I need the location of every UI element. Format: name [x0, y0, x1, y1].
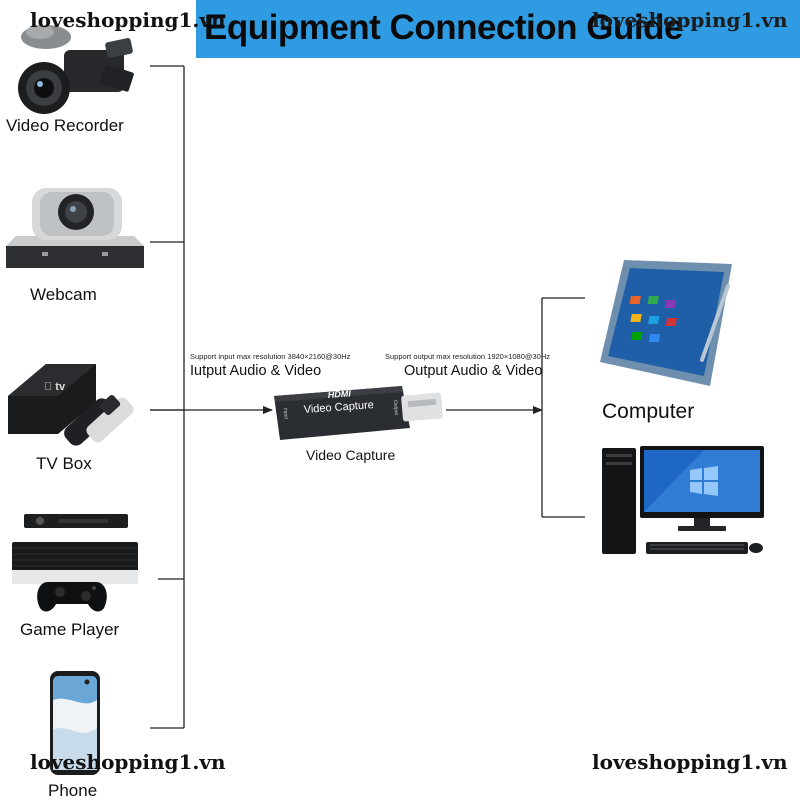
dongle-text: Video Capture [303, 399, 374, 416]
svg-text: tv:  tv [44, 381, 66, 393]
camcorder-icon [18, 25, 134, 114]
hdmi-capture-dongle-icon: HDMI Video Capture Input Output [274, 386, 443, 440]
output-spec-note: Support output max resolution 1920×1080@… [385, 352, 551, 361]
game-console-icon [12, 514, 138, 612]
input-spec-note: Support input max resolution 3840×2160@3… [190, 352, 351, 361]
desktop-pc-icon [602, 446, 764, 554]
page-title: Equipment Connection Guide [204, 8, 683, 47]
input-label: Iutput Audio & Video [190, 363, 322, 379]
target-label-computer: Computer [602, 400, 695, 423]
watermark-top-right: loveshopping1.vn [592, 8, 788, 32]
output-label: Output Audio & Video [404, 363, 543, 379]
ptz-webcam-icon [6, 188, 144, 268]
watermark-bottom-left: loveshopping1.vn [30, 750, 226, 774]
device-label-game-player: Game Player [20, 620, 120, 639]
device-label-webcam: Webcam [30, 285, 97, 304]
port-in-label: Input [282, 408, 289, 420]
device-label-phone: Phone [48, 781, 98, 800]
watermark-top-left: loveshopping1.vn [30, 8, 226, 32]
device-label-tv-box: TV Box [36, 454, 92, 473]
port-out-label: Output [392, 400, 399, 416]
watermark-bottom-right: loveshopping1.vn [592, 750, 788, 774]
capture-device-label: Video Capture [306, 447, 396, 463]
smartphone-icon [50, 671, 100, 775]
dongle-brand: HDMI [327, 388, 351, 400]
device-label-video-recorder: Video Recorder [6, 116, 124, 135]
tablet-icon [600, 260, 732, 386]
apple-tv-icon:  tv [8, 364, 134, 446]
header-bar: Equipment Connection Guide [196, 0, 800, 58]
